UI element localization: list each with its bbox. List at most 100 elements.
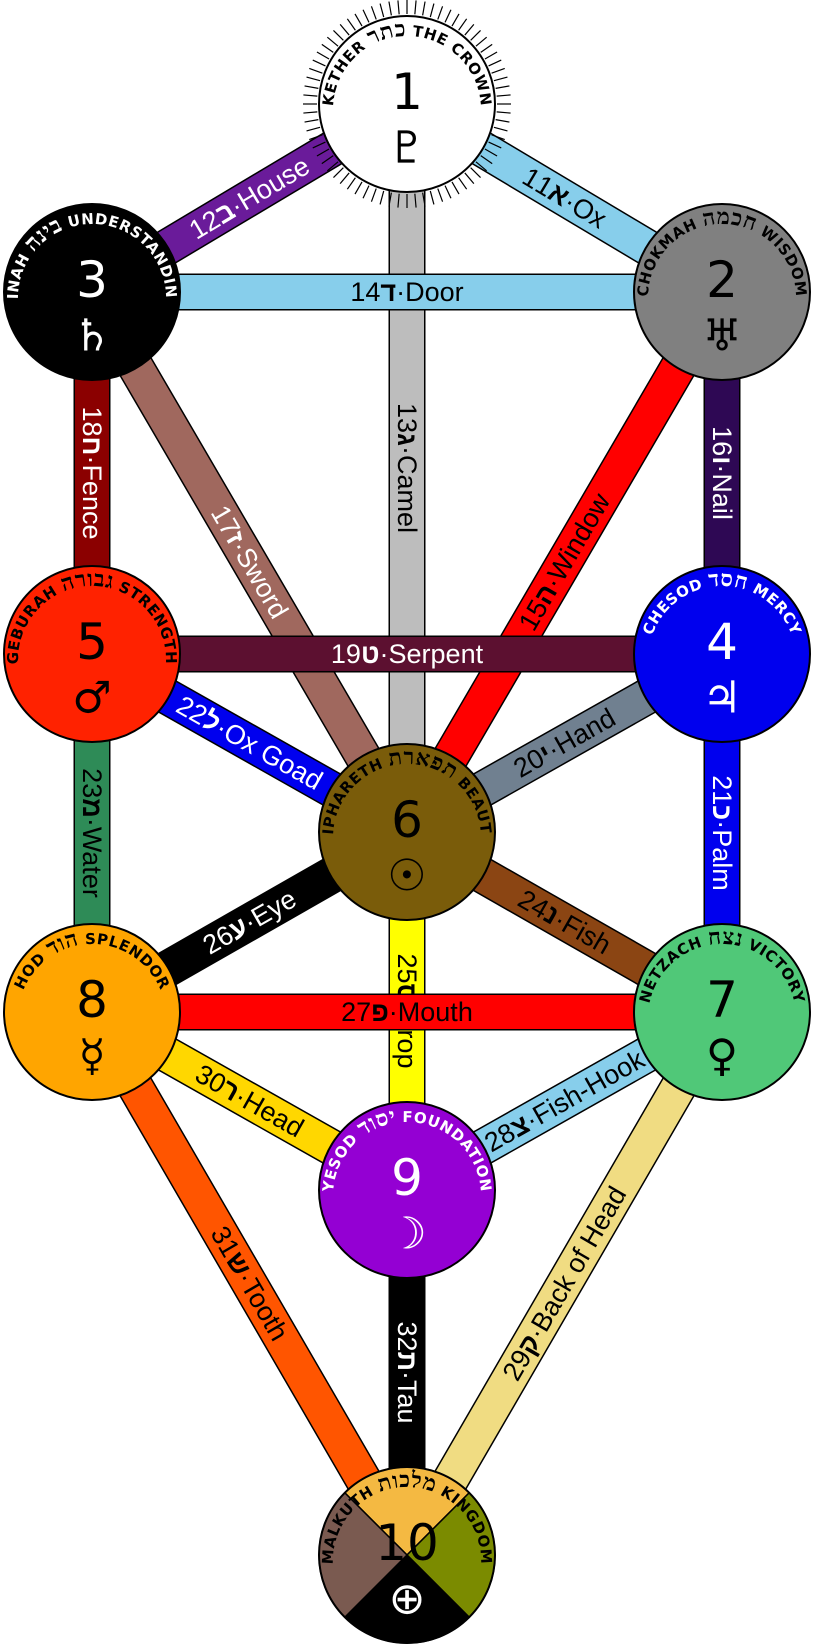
sephirah-9-symbol-icon: ☽ (387, 1209, 426, 1260)
path-29-label: 29ק·Back of Head (497, 1181, 633, 1385)
path-name: ·Window (537, 488, 616, 594)
path-hebrew-letter: פ (371, 997, 389, 1027)
crown-ray (333, 167, 344, 178)
sephirah-8-circle (3, 923, 181, 1101)
crown-ray (354, 181, 363, 195)
path-15-bar (392, 283, 737, 841)
crown-ray (480, 43, 493, 53)
sephirah-6-circle (318, 743, 496, 921)
sephirah-7-circle (633, 923, 811, 1101)
crown-ray (312, 59, 326, 67)
path-name: ·Mouth (389, 997, 473, 1027)
crown-ray (495, 85, 510, 89)
path-number: 19 (331, 639, 361, 669)
crown-ray (493, 126, 508, 132)
sephirah-8-number: 8 (76, 971, 108, 1029)
sephirah-8-symbol-icon: ☿ (78, 1031, 105, 1082)
crown-ray (496, 94, 511, 97)
path-28-label: 28צ·Fish-Hook (479, 1044, 650, 1158)
crown-ray (484, 51, 498, 60)
sephirah-2-number: 2 (706, 251, 738, 309)
crown-ray (309, 67, 323, 74)
sephirah-9-circle (318, 1101, 496, 1279)
sephirah-3: BINAH בינה UNDERSTANDING3♄ (0, 0, 181, 381)
sephirah-10-number: 10 (375, 1514, 439, 1572)
sephirah-10-symbol-icon: ⊕ (389, 1574, 426, 1625)
path-hebrew-letter: כ (707, 805, 737, 820)
path-12-label: 12ב·House (184, 151, 315, 246)
path-31: 31ש·Tooth (75, 1002, 424, 1565)
path-name: ·Ox Goad (211, 712, 328, 796)
crown-ray (437, 6, 444, 20)
path-30-label: 30ר·Head (190, 1059, 308, 1144)
path-17-bar (77, 283, 422, 841)
crown-ray (397, 0, 400, 15)
crown-ray (480, 155, 493, 165)
path-name: ·Serpent (380, 639, 484, 669)
path-hebrew-letter: ט (361, 639, 380, 669)
path-name: ·Door (396, 277, 464, 307)
crown-ray (326, 36, 339, 47)
path-number: 18 (77, 407, 107, 437)
path-name: ·Tau (392, 1371, 422, 1424)
path-17-label: 17ז·Sword (205, 500, 294, 623)
crown-ray (321, 43, 334, 53)
sephirah-6-symbol-icon: ☉ (387, 851, 426, 902)
crown-ray (339, 172, 350, 185)
crown-ray (475, 161, 488, 172)
crown-ray (464, 172, 475, 185)
sephirah-6-number: 6 (391, 791, 423, 849)
sephirah-7-number: 7 (706, 971, 738, 1029)
crown-ray (370, 188, 377, 202)
sephirah-3-number: 3 (76, 251, 108, 309)
path-18-label: 18ח·Fence (77, 407, 107, 540)
path-name: ·Back of Head (521, 1181, 633, 1344)
sephirah-3-symbol-icon: ♄ (72, 311, 111, 362)
path-hebrew-letter: ח (77, 437, 107, 456)
crown-ray (326, 161, 339, 172)
sephirah-5-symbol-icon: ♂ (72, 673, 111, 724)
path-23-label: 23מ·Water (77, 768, 107, 898)
sephirah-1-number: 1 (391, 63, 423, 121)
crown-ray (414, 193, 417, 208)
crown-ray (306, 126, 321, 132)
path-19-label: 19ט·Serpent (331, 639, 484, 669)
path-21-label: 21כ·Palm (707, 775, 737, 891)
crown-ray (346, 18, 356, 31)
crown-ray (309, 134, 323, 141)
path-name: ·Fish-Hook (520, 1044, 650, 1135)
path-15-label: 15ה·Window (513, 488, 616, 636)
path-32-label: 32ת·Tau (392, 1322, 422, 1424)
crown-ray (429, 3, 435, 18)
crown-ray (451, 181, 460, 195)
path-13-label: 13ג·Camel (392, 403, 422, 533)
path-number: 23 (77, 768, 107, 798)
sephirah-7-symbol-icon: ♀ (706, 1031, 738, 1082)
crown-ray (458, 18, 468, 31)
crown-ray (362, 185, 370, 199)
path-number: 16 (707, 426, 737, 456)
path-16-label: 16ו·Nail (707, 426, 737, 520)
crown-ray (422, 1, 426, 16)
crown-ray (414, 0, 417, 15)
path-number: 14 (350, 277, 380, 307)
sephirah-9-number: 9 (391, 1149, 423, 1207)
crown-ray (493, 76, 508, 82)
path-27: 27פ·Mouth (92, 993, 722, 1031)
sephirah-hebrew: נצח (707, 924, 746, 953)
crown-ray (321, 155, 334, 165)
crown-ray (495, 119, 510, 123)
crown-ray (458, 177, 468, 190)
path-number: 21 (707, 775, 737, 805)
sephirah-hebrew: חסד (707, 566, 751, 596)
crown-ray (488, 59, 502, 67)
sephirah-name: BINAH (0, 0, 37, 299)
crown-ray (303, 111, 318, 114)
crown-ray (488, 141, 502, 149)
sephirah-3-circle (3, 203, 181, 381)
crown-ray (496, 111, 511, 114)
